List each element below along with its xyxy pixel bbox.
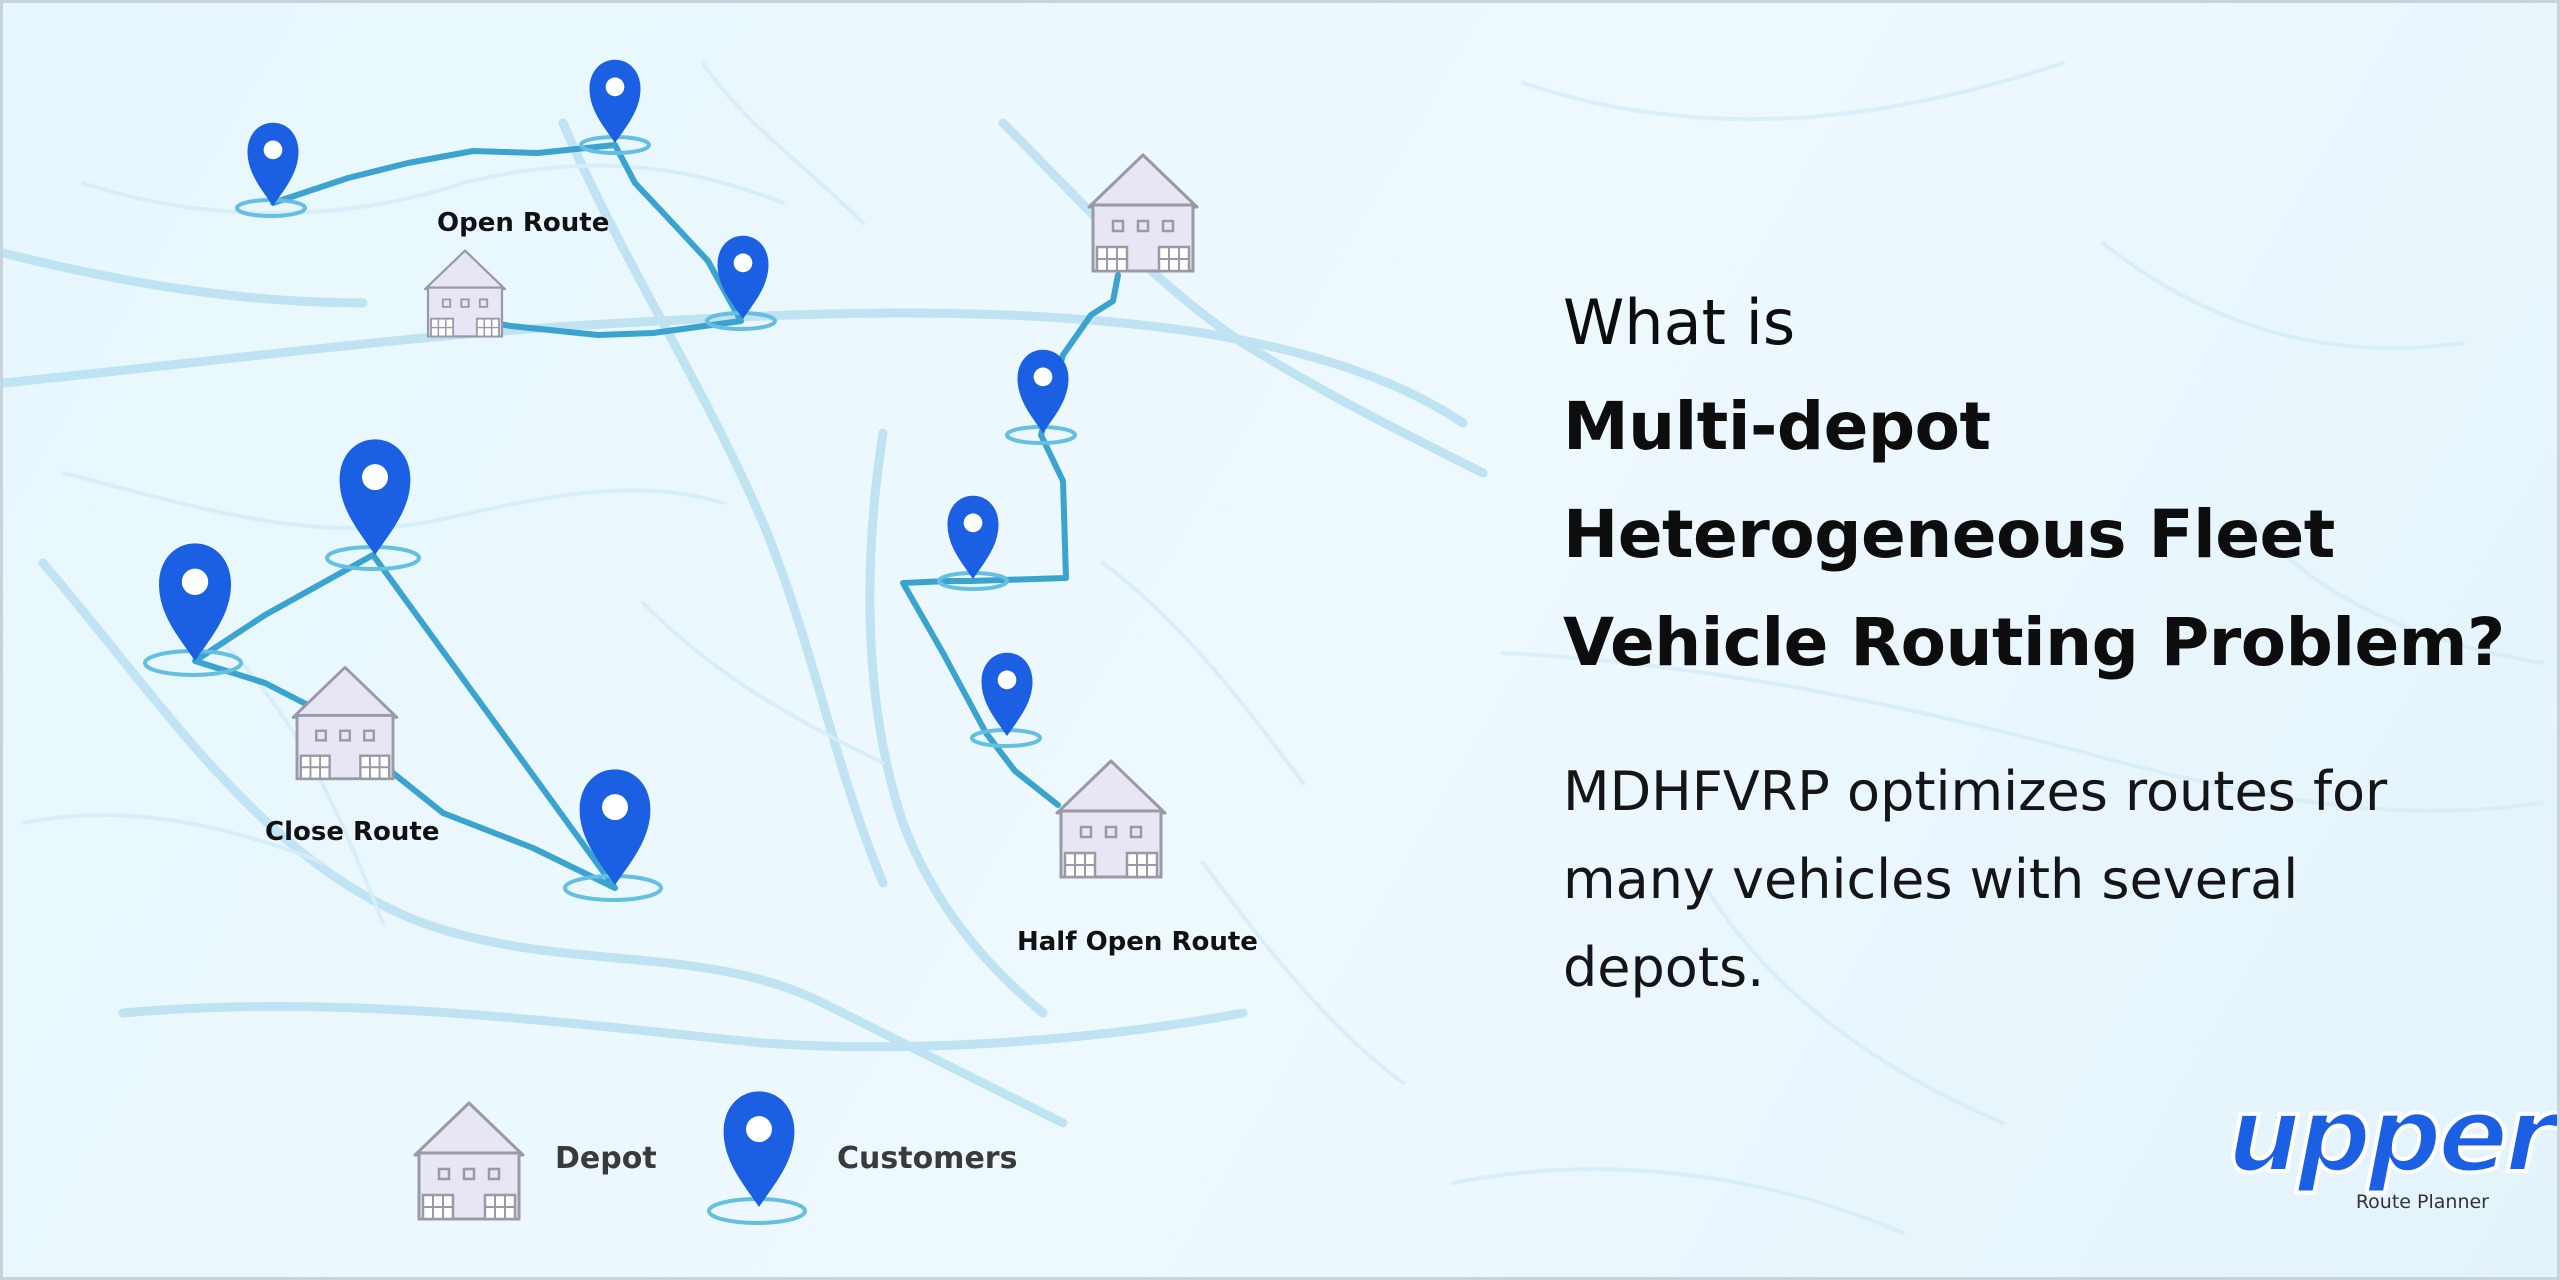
half-open-route-path [900,272,1121,808]
legend-depot-house-icon [413,1101,525,1221]
headline: What is Multi-depot Heterogeneous Fleet … [1563,273,2523,697]
brand-wordmark: upper [2225,1074,2557,1196]
legend-depot-label: Depot [555,1141,657,1176]
street-map-background [3,61,2545,1235]
brand-tagline: Route Planner [2355,1191,2489,1213]
depot-house-icon [291,665,399,781]
headline-lead: What is [1563,286,1796,359]
depot-house-icon [1087,153,1199,273]
description-text: MDHFVRP optimizes routes for many vehicl… [1563,760,2388,999]
customer-map-pin-icon [339,439,411,555]
customer-map-pin-icon [717,235,769,319]
upper-logo: upper Route Planner [2225,1081,2557,1213]
depot-house-icon [423,249,507,338]
customer-map-pin-icon [589,59,641,143]
headline-line-2: Heterogeneous Fleet [1563,496,2335,573]
logo-pin-icon [2276,1117,2294,1131]
legend-customers-label: Customers [837,1141,1018,1176]
map-diagram [3,59,2545,1235]
customer-map-pin-icon [579,769,651,885]
headline-line-1: Multi-depot [1563,388,1991,465]
close-route-path [192,552,618,891]
customer-map-pin-icon [1017,349,1069,433]
depot-house-icon [1055,759,1167,879]
customer-map-pin-icon [947,495,999,579]
customer-map-pin-icon [981,652,1033,736]
headline-line-3: Vehicle Routing Problem? [1563,604,2505,681]
close-route-label: Close Route [265,817,440,847]
open-route-path [270,142,744,338]
customer-map-pin-icon [247,122,299,206]
legend-customer-map-pin-icon [723,1091,795,1207]
open-route-label: Open Route [437,208,610,238]
half-open-route-label: Half Open Route [1017,927,1258,957]
